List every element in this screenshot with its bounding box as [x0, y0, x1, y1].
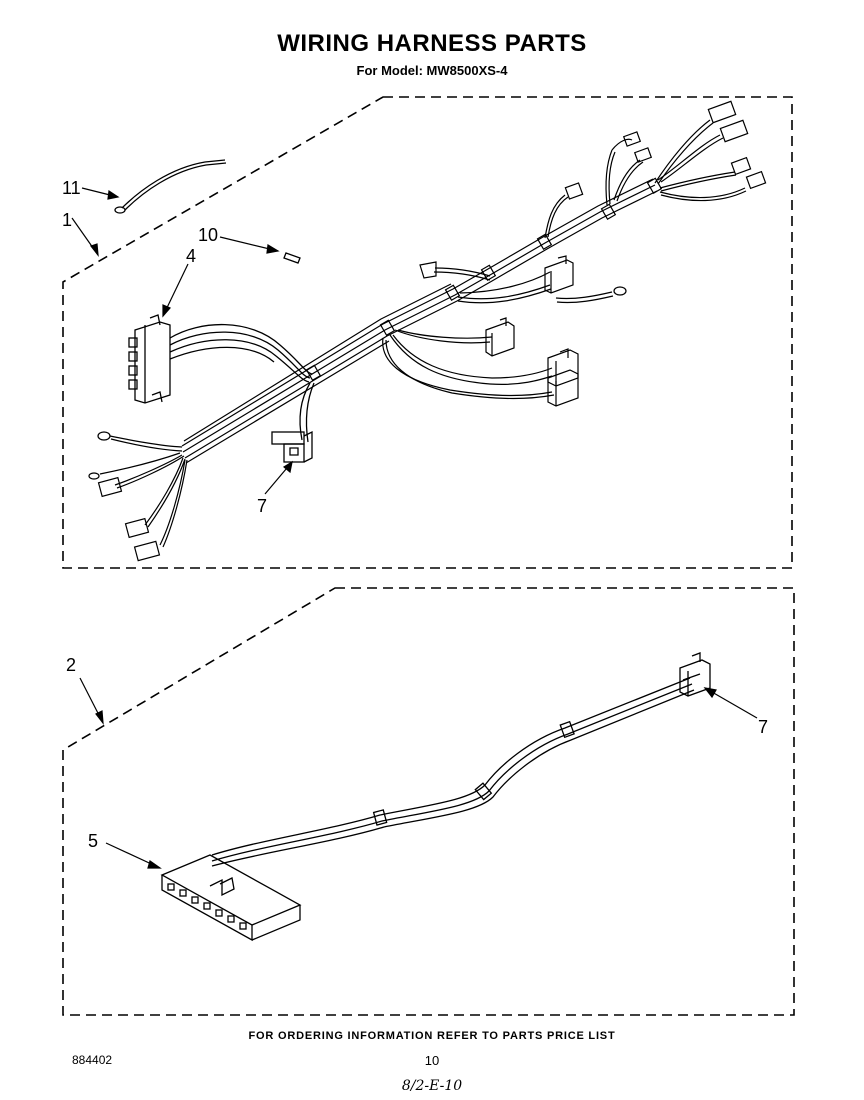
callout-1: 1 [62, 210, 72, 230]
lower-harness-wires [211, 677, 695, 867]
main-trunk-bundle [181, 177, 663, 464]
lower-callout-leaders [79, 677, 758, 869]
page-title: WIRING HARNESS PARTS [277, 30, 587, 57]
document-number: 884402 [72, 1053, 113, 1067]
part-7-upper-connector [271, 382, 315, 463]
callout-10: 10 [198, 225, 218, 245]
upper-branch-wires [419, 255, 627, 304]
callout-4: 4 [186, 246, 196, 266]
left-branch-wires [88, 431, 188, 562]
part-4-connector [128, 314, 313, 404]
part-7-lower-connector [679, 652, 711, 697]
callout-11: 11 [62, 178, 81, 198]
page-number: 10 [424, 1053, 440, 1068]
callout-5: 5 [88, 831, 98, 851]
middle-branch-wires [382, 317, 579, 407]
upper-callout-leaders [71, 187, 293, 495]
callout-7-upper: 7 [257, 496, 267, 516]
harness-1-boundary [62, 96, 793, 569]
callout-7-lower: 7 [758, 717, 768, 737]
right-branch-wires [544, 100, 767, 239]
model-subtitle: For Model: MW8500XS-4 [356, 63, 508, 78]
callout-2: 2 [66, 655, 76, 675]
part-5-terminal-block [160, 854, 302, 942]
part-10-terminal [283, 252, 301, 264]
handwritten-code: 8/2-E-10 [401, 1078, 463, 1094]
part-11-ground-wire [114, 159, 227, 214]
harness-2-boundary [62, 587, 795, 1016]
ordering-note: FOR ORDERING INFORMATION REFER TO PARTS … [248, 1030, 616, 1042]
